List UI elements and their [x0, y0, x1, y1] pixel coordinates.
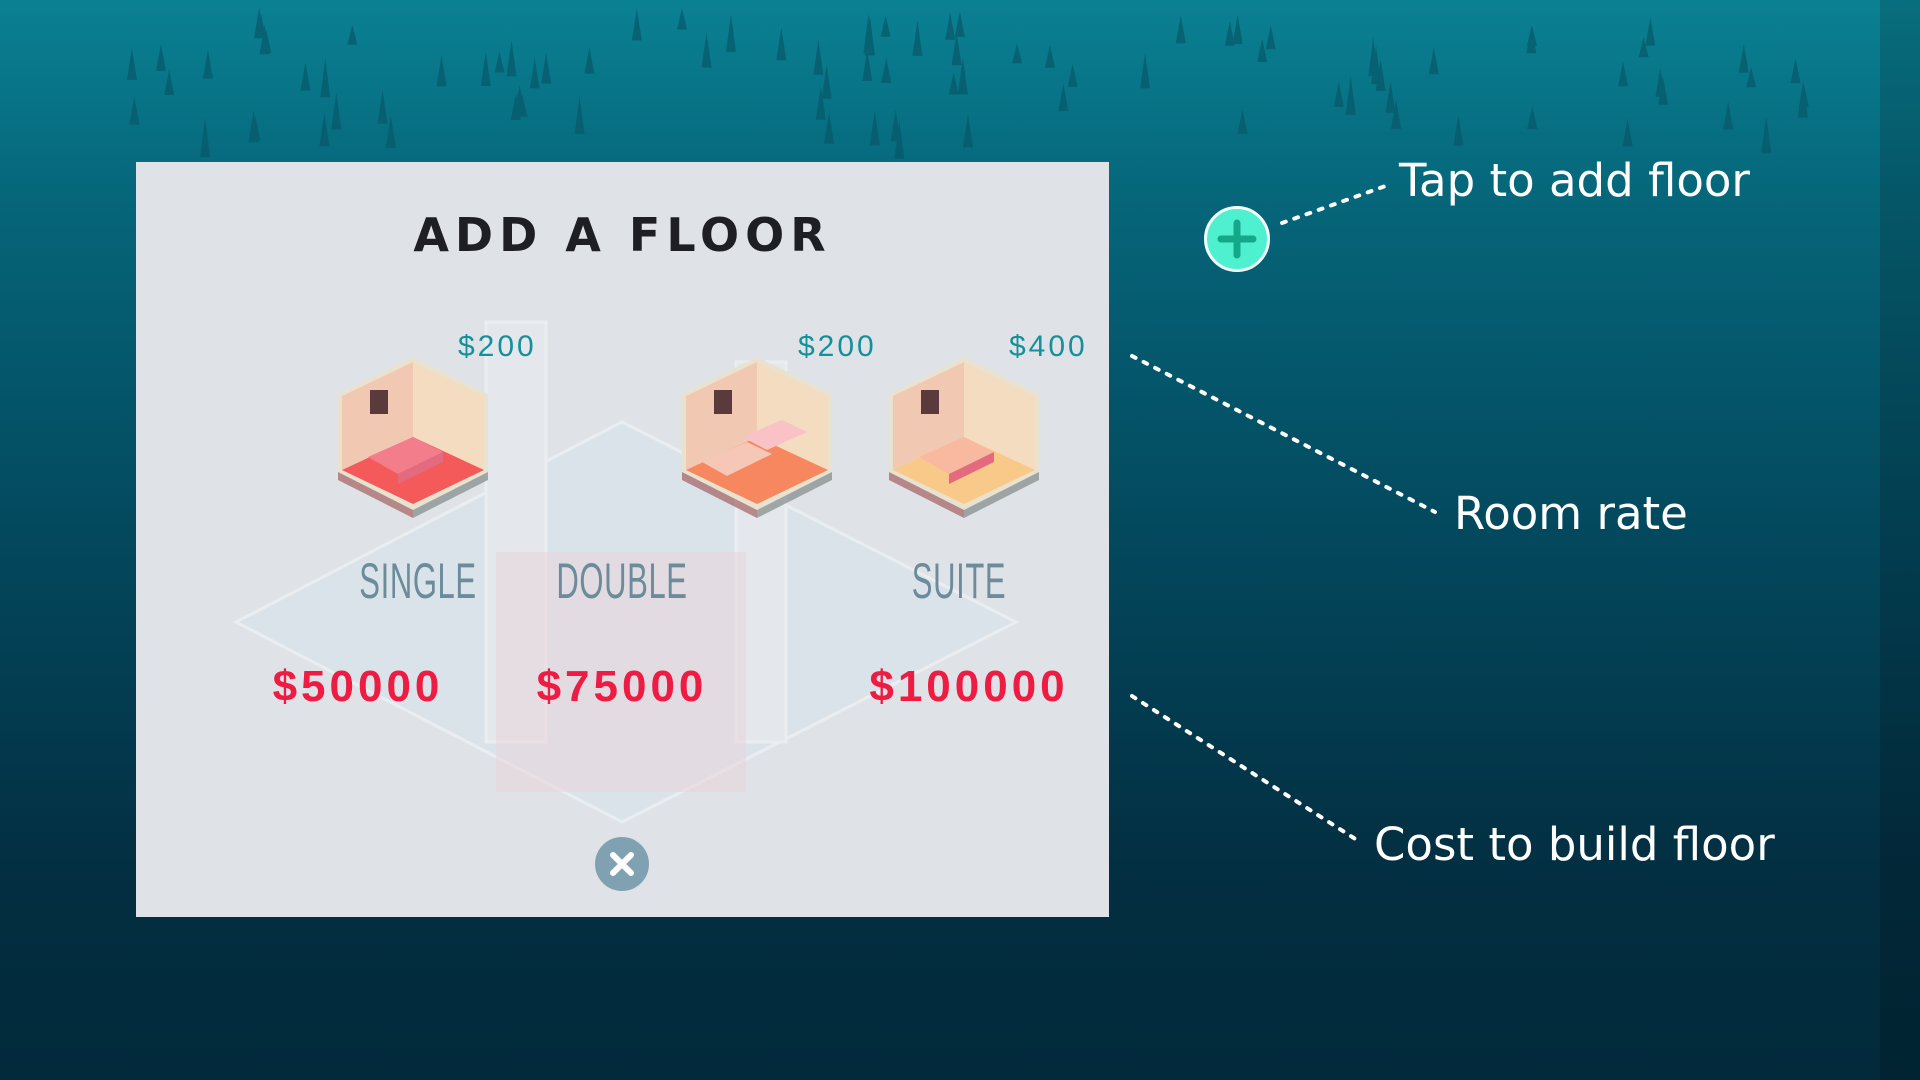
- room-rate: $200: [798, 330, 877, 363]
- floor-cost: $100000: [869, 662, 1069, 711]
- tap-pointer-line: [1280, 182, 1393, 225]
- background-edge: [1880, 0, 1920, 1080]
- add-floor-dialog: ADD A FLOOR $200 SINGLE $50000 $200 DOUB…: [136, 162, 1109, 917]
- room-name: SUITE: [911, 553, 1007, 609]
- plus-icon: [1217, 219, 1257, 259]
- room-rate: $200: [458, 330, 537, 363]
- floor-cost: $75000: [536, 662, 708, 711]
- annotation-room-rate: Room rate: [1454, 487, 1688, 540]
- rate-pointer-line: [1130, 354, 1437, 514]
- room-name: SINGLE: [359, 553, 477, 609]
- floor-cost: $50000: [272, 662, 444, 711]
- single-room-icon: [338, 357, 488, 518]
- room-rate: $400: [1009, 330, 1088, 363]
- close-button[interactable]: [595, 837, 649, 891]
- close-icon: [610, 852, 634, 876]
- double-room-icon: [682, 357, 832, 518]
- annotation-tap-to-add: Tap to add floor: [1399, 154, 1750, 207]
- room-name: DOUBLE: [556, 553, 688, 609]
- suite-room-icon: [889, 357, 1039, 518]
- add-floor-button[interactable]: [1204, 206, 1270, 272]
- cost-pointer-line: [1130, 694, 1362, 844]
- annotation-cost: Cost to build floor: [1374, 818, 1775, 871]
- background-building-ghost: [232, 320, 1020, 824]
- background-trees: [126, 7, 1809, 159]
- dialog-title: ADD A FLOOR: [413, 208, 832, 262]
